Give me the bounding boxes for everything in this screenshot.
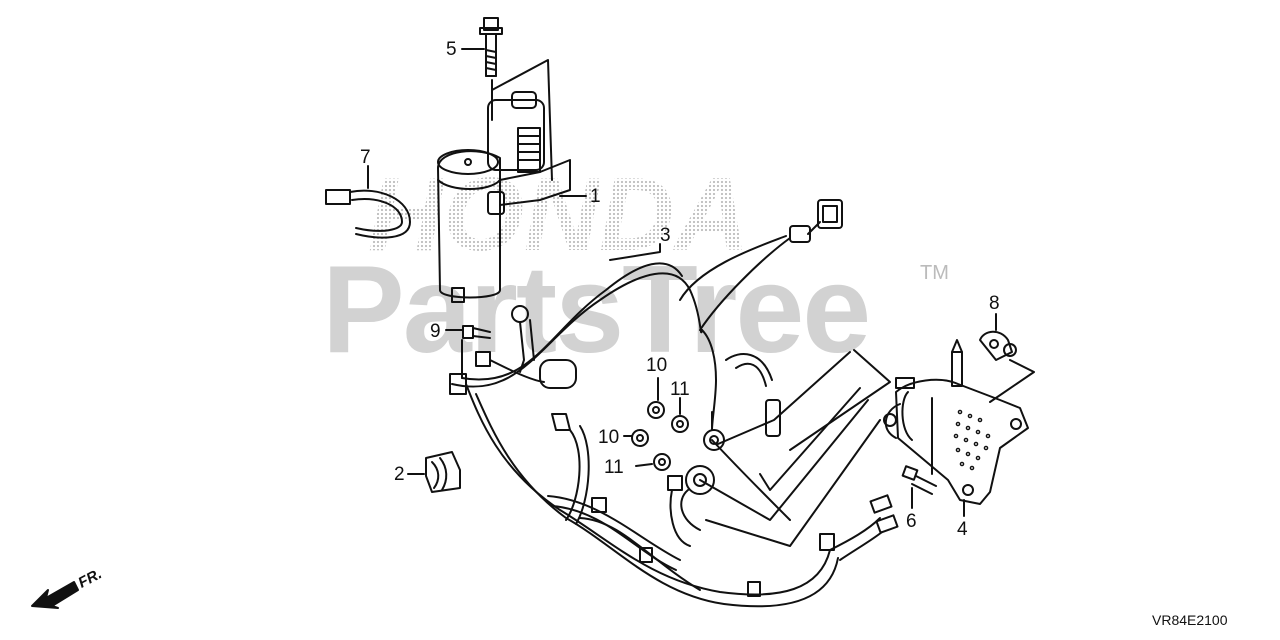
callout-3[interactable]: 3 <box>660 225 671 246</box>
trademark-symbol: TM <box>920 262 949 284</box>
callout-8[interactable]: 8 <box>989 293 1000 314</box>
terminal-cap-8[interactable] <box>979 330 1017 361</box>
washer-11-lower[interactable] <box>653 453 671 471</box>
callout-11-lower[interactable]: 11 <box>604 457 624 478</box>
front-direction-arrow-icon <box>31 581 79 609</box>
starter-motor-1[interactable] <box>437 91 571 303</box>
leader-solenoid-b <box>717 351 851 445</box>
partstree-watermark: PartsTree <box>322 241 871 379</box>
honda-watermark-logo: HONDA <box>368 172 749 262</box>
callout-7[interactable]: 7 <box>360 147 371 168</box>
diagram-code: VR84E2100 <box>1152 612 1228 628</box>
leader-solenoid-e <box>705 419 881 547</box>
callout-6[interactable]: 6 <box>906 511 917 532</box>
wire-harness-3[interactable] <box>449 199 899 608</box>
leader-11b <box>635 463 653 467</box>
callout-5[interactable]: 5 <box>446 39 457 60</box>
callout-10-upper[interactable]: 10 <box>646 355 668 376</box>
callout-2[interactable]: 2 <box>394 464 405 485</box>
bolt-9[interactable] <box>462 325 491 339</box>
callout-4[interactable]: 4 <box>957 519 968 540</box>
washer-11-upper[interactable] <box>671 415 689 433</box>
bolt-5[interactable] <box>479 17 503 77</box>
leader-solenoid-a <box>789 349 891 451</box>
callout-9[interactable]: 9 <box>430 321 441 342</box>
cable-tie-7[interactable] <box>325 189 411 239</box>
callout-11-upper[interactable]: 11 <box>670 379 690 400</box>
leader-3 <box>609 243 661 261</box>
bracket-8 <box>989 359 1035 403</box>
nut-10-upper[interactable] <box>647 401 665 419</box>
callout-10-lower[interactable]: 10 <box>598 427 620 448</box>
bracket-5 <box>491 59 553 181</box>
svg-text:HONDA: HONDA <box>368 172 749 262</box>
starter-solenoid-4[interactable] <box>883 339 1029 505</box>
callout-1[interactable]: 1 <box>590 186 601 207</box>
bolt-6[interactable] <box>901 465 937 495</box>
leader-solenoid-d <box>699 399 869 521</box>
nut-10-lower[interactable] <box>631 429 649 447</box>
grommet-2[interactable] <box>425 451 461 493</box>
leader-solenoid-c <box>759 387 861 491</box>
